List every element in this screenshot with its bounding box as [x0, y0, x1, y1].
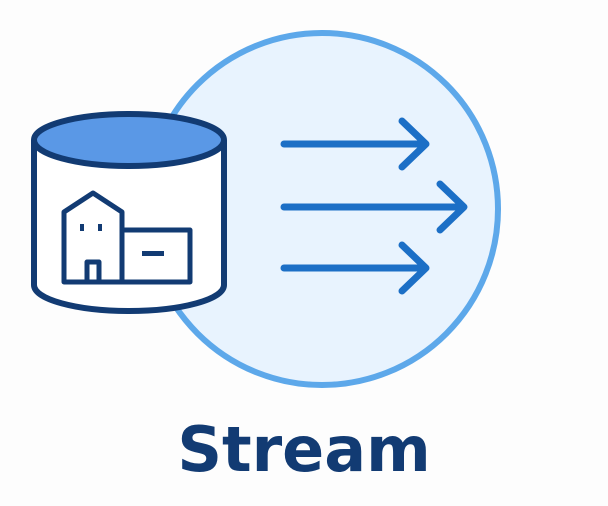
arrow-head-bottom [398, 241, 430, 295]
house-window-right [98, 224, 102, 231]
house-outline [61, 190, 125, 285]
database-top [31, 111, 227, 169]
arrow-head-top [398, 117, 430, 171]
annex-window [142, 251, 164, 256]
building-icon [61, 190, 193, 285]
annex-outline [119, 227, 193, 285]
database-cylinder-icon [31, 111, 227, 314]
house-window-left [80, 224, 84, 231]
database-body [31, 140, 227, 314]
stream-graphic [31, 30, 501, 388]
arrows-group [280, 117, 468, 295]
house-door [84, 259, 102, 285]
arrow-head-middle [436, 180, 468, 234]
caption-label: Stream [177, 413, 431, 486]
